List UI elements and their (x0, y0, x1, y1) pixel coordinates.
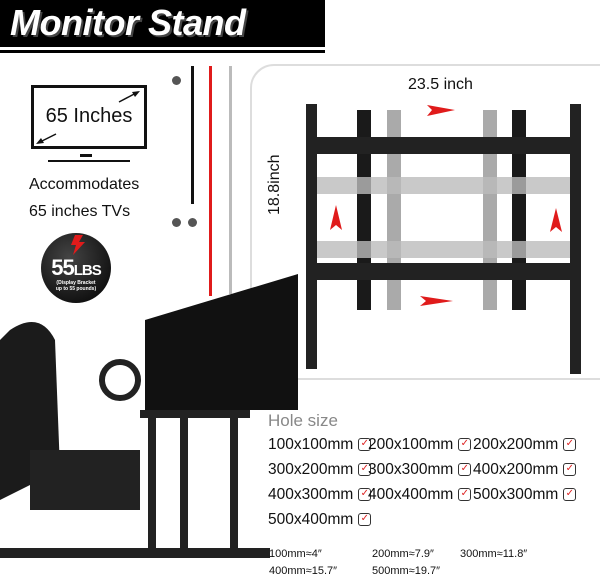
hole-size-item: 100x100mm ✓ (268, 436, 372, 454)
tv-stand-neck (80, 154, 92, 157)
conversion-4: 400mm≈15.7″ (269, 565, 338, 577)
banner-title: Monitor Stand (10, 2, 246, 43)
decor-dot (172, 76, 181, 85)
decor-line-gray (229, 66, 232, 294)
hole-size-item: 400x300mm ✓ (268, 486, 372, 504)
tv-stand-base (48, 160, 130, 162)
hole-size-label: 200x100mm (368, 436, 454, 453)
checkbox-checked-icon: ✓ (458, 438, 472, 452)
hole-size-label: 100x100mm (268, 436, 354, 453)
checkbox-checked-icon: ✓ (358, 463, 372, 477)
hole-size-item: 200x100mm ✓ (368, 436, 472, 454)
checkbox-checked-icon: ✓ (563, 438, 577, 452)
hole-size-item: 200x200mm ✓ (473, 436, 577, 454)
hole-size-item: 300x200mm ✓ (268, 461, 372, 479)
weight-value: 55 (51, 255, 75, 280)
conversion-2: 200mm≈7.9″ (372, 548, 434, 560)
conversion-1: 100mm≈4″ (269, 548, 322, 560)
tv-size-label: 65 Inches (45, 105, 133, 127)
checkbox-checked-icon: ✓ (563, 463, 577, 477)
hole-size-item: 300x300mm ✓ (368, 461, 472, 479)
checkbox-checked-icon: ✓ (358, 438, 372, 452)
racing-rig-image (0, 274, 298, 558)
hole-size-item: 400x200mm ✓ (473, 461, 577, 479)
hole-size-item: 500x400mm ✓ (268, 511, 372, 529)
accommodates-line1: Accommodates (29, 176, 140, 193)
accommodates-line2: 65 inches TVs (29, 203, 131, 220)
checkbox-checked-icon: ✓ (458, 463, 472, 477)
decor-line-red (209, 66, 212, 296)
decor-line (191, 66, 194, 204)
bracket-diagram (306, 104, 581, 374)
hole-size-label: 400x300mm (268, 486, 354, 503)
conversion-5: 500mm≈19.7″ (372, 565, 441, 577)
hole-size-label: 200x200mm (473, 436, 559, 453)
hole-size-item: 400x400mm ✓ (368, 486, 472, 504)
checkbox-checked-icon: ✓ (358, 488, 372, 502)
decor-dot (172, 218, 181, 227)
conversion-3: 300mm≈11.8″ (460, 548, 528, 560)
hole-size-title: Hole size (268, 411, 338, 430)
checkbox-checked-icon: ✓ (458, 488, 472, 502)
badge-note-2: up to 55 pounds) (55, 286, 97, 292)
hole-size-label: 400x400mm (368, 486, 454, 503)
hole-size-label: 400x200mm (473, 461, 559, 478)
weight-badge: 55LBS (Display Bracket up to 55 pounds) (41, 233, 111, 303)
checkbox-checked-icon: ✓ (358, 513, 372, 527)
lightning-icon (71, 235, 85, 255)
hole-size-label: 300x300mm (368, 461, 454, 478)
title-banner: Monitor Stand (0, 0, 325, 50)
badge-note-1: (Display Bracket (56, 280, 96, 286)
diagonal-arrows-icon (36, 91, 140, 144)
hole-size-item: 500x300mm ✓ (473, 486, 577, 504)
checkbox-checked-icon: ✓ (563, 488, 577, 502)
hole-size-label: 300x200mm (268, 461, 354, 478)
tv-icon: 65 Inches (31, 85, 147, 149)
hole-size-label: 500x400mm (268, 511, 354, 528)
weight-unit: LBS (73, 262, 102, 279)
hole-size-label: 500x300mm (473, 486, 559, 503)
width-label: 23.5 inch (408, 76, 473, 93)
decor-dot (188, 218, 197, 227)
